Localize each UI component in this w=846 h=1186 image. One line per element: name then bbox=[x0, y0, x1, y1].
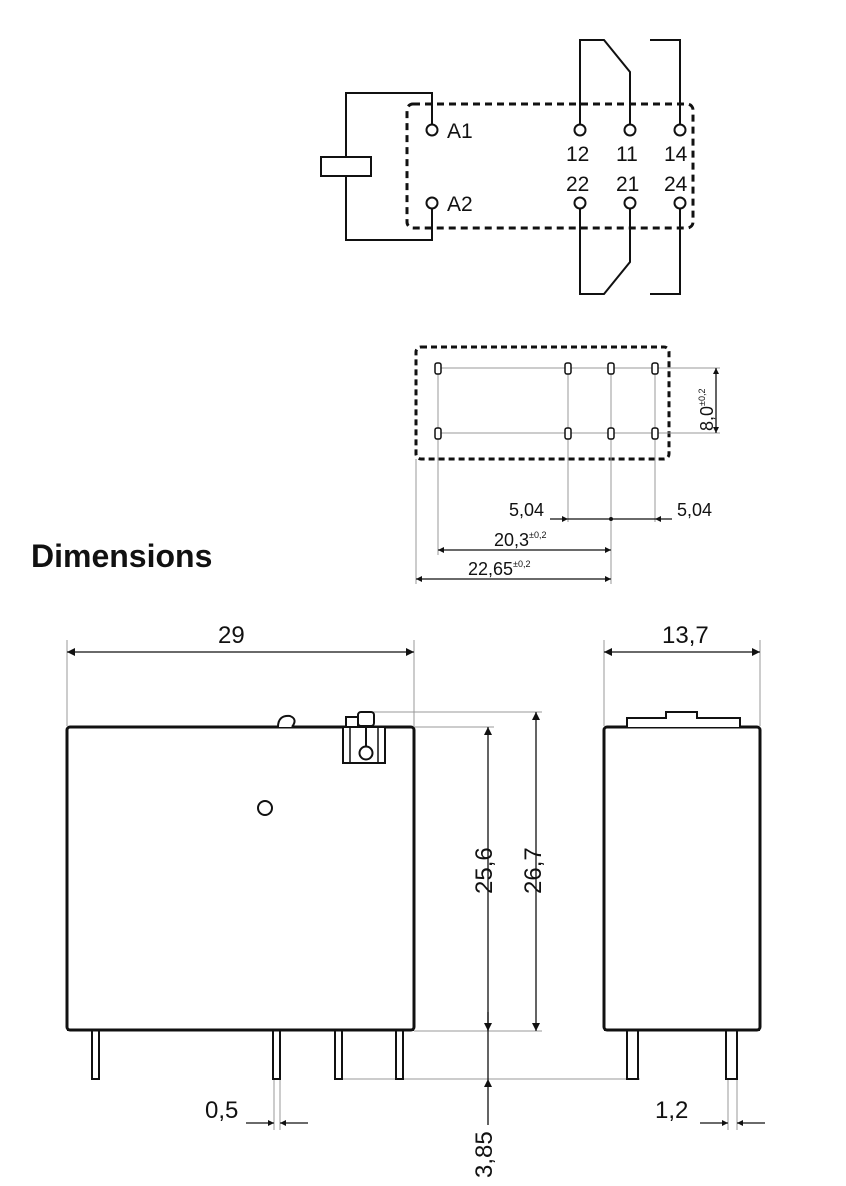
dim-pitch-left: 5,04 bbox=[509, 500, 544, 520]
pin-hole bbox=[651, 427, 659, 440]
indicator-dot bbox=[257, 800, 273, 816]
dim-total-height: 26,7 bbox=[520, 847, 547, 894]
dim-span-outer: 22,65±0,2 bbox=[468, 559, 531, 579]
terminal-14 bbox=[673, 123, 687, 137]
terminal-24 bbox=[673, 196, 687, 210]
side-view: 13,7 1,2 bbox=[602, 622, 765, 1130]
terminal-a2 bbox=[425, 196, 439, 210]
section-title: Dimensions bbox=[31, 538, 212, 574]
label-21: 21 bbox=[616, 173, 639, 196]
front-view: 29 25,6 26,7 3,85 0,5 bbox=[65, 622, 640, 1178]
dim-depth: 13,7 bbox=[662, 622, 709, 649]
pin bbox=[334, 1029, 343, 1080]
pin-hole bbox=[434, 362, 442, 375]
label-a2: A2 bbox=[447, 193, 473, 216]
terminal-12 bbox=[573, 123, 587, 137]
pin bbox=[725, 1029, 738, 1080]
svg-text:8,0±0,2: 8,0±0,2 bbox=[697, 389, 717, 431]
dim-row-pitch-tol: ±0,2 bbox=[697, 389, 707, 406]
wiring-schematic: A1 A2 12 11 14 22 21 24 bbox=[320, 39, 695, 295]
terminal-a1 bbox=[425, 123, 439, 137]
pin bbox=[272, 1029, 281, 1080]
label-a1: A1 bbox=[447, 120, 473, 143]
label-22: 22 bbox=[566, 173, 589, 196]
dim-body-height: 25,6 bbox=[471, 847, 498, 894]
dim-pin-width-front: 0,5 bbox=[205, 1097, 238, 1124]
pin bbox=[91, 1029, 100, 1080]
pin bbox=[626, 1029, 639, 1080]
pin bbox=[395, 1029, 404, 1080]
dim-pin-width-side: 1,2 bbox=[655, 1097, 688, 1124]
dim-span-inner: 20,3±0,2 bbox=[494, 530, 547, 550]
dim-span-outer-tol: ±0,2 bbox=[513, 559, 530, 569]
pcb-footprint: 8,0±0,2 5,04 5,04 20,3±0,2 22,65±0,2 bbox=[414, 345, 720, 584]
pin-hole bbox=[651, 362, 659, 375]
top-nub bbox=[277, 714, 296, 728]
label-14: 14 bbox=[664, 143, 688, 166]
dim-row-pitch: 8,0±0,2 bbox=[697, 389, 717, 431]
pin-holes bbox=[434, 362, 659, 440]
relay-body-side bbox=[602, 725, 762, 1032]
label-11: 11 bbox=[616, 143, 638, 166]
pin-hole bbox=[564, 362, 572, 375]
test-lever bbox=[342, 711, 386, 764]
dim-span-inner-tol: ±0,2 bbox=[529, 530, 546, 540]
label-12: 12 bbox=[566, 143, 589, 166]
relay-outline-dashed bbox=[405, 102, 695, 230]
dim-width: 29 bbox=[218, 622, 245, 649]
dim-row-pitch-value: 8,0 bbox=[697, 406, 717, 431]
pin-hole bbox=[564, 427, 572, 440]
relay-body-front bbox=[65, 725, 416, 1032]
side-top-cap bbox=[626, 711, 741, 727]
dim-pitch-right: 5,04 bbox=[677, 500, 712, 520]
dim-span-inner-value: 20,3 bbox=[494, 530, 529, 550]
pin-hole bbox=[434, 427, 442, 440]
terminal-22 bbox=[573, 196, 587, 210]
pin-hole bbox=[607, 427, 615, 440]
coil-symbol bbox=[320, 156, 372, 177]
terminal-11 bbox=[623, 123, 637, 137]
label-24: 24 bbox=[664, 173, 688, 196]
footprint-outline-dashed bbox=[414, 345, 671, 461]
terminal-21 bbox=[623, 196, 637, 210]
dim-pin-length: 3,85 bbox=[471, 1131, 498, 1178]
pin-hole bbox=[607, 362, 615, 375]
dim-span-outer-value: 22,65 bbox=[468, 559, 513, 579]
